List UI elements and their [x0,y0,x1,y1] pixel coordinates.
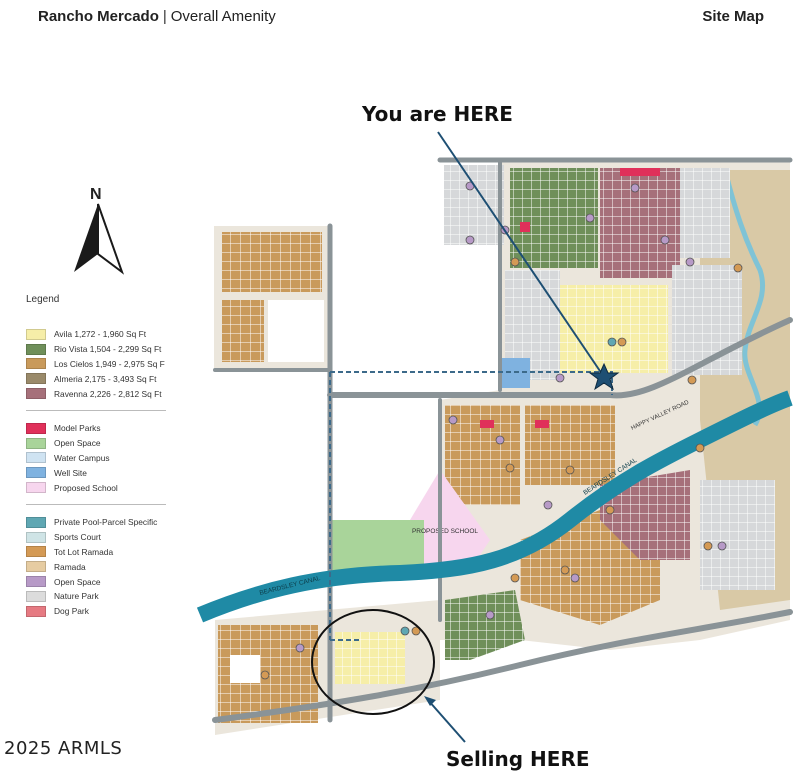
legend-swatch [26,467,46,479]
parcel-northwest [214,226,330,370]
parcel-southeast [445,470,775,660]
legend-swatch [26,482,46,494]
legend-item: Water Campus [26,451,186,466]
you-are-here-label: You are HERE [362,102,513,126]
legend-swatch [26,452,46,464]
legend-item: Tot Lot Ramada [26,545,186,560]
legend-item: Sports Court [26,530,186,545]
legend-label: Sports Court [54,532,102,543]
legend-item: Model Parks [26,421,186,436]
parcel-central [445,405,615,505]
legend-swatch [26,576,46,588]
legend-item: Nature Park [26,589,186,604]
legend-divider [26,409,166,411]
legend-swatch [26,546,46,558]
legend-amenities: Private Pool-Parcel Specific Sports Cour… [26,515,186,619]
north-label: N [90,186,102,203]
proposed-school-label: PROPOSED SCHOOL [412,528,478,535]
legend-label: Tot Lot Ramada [54,546,114,557]
legend-item: Rio Vista 1,504 - 2,299 Sq Ft [26,342,186,357]
wash-stream [722,169,766,427]
canal [196,390,793,623]
selling-here-pointer [427,699,466,743]
legend-item: Los Cielos 1,949 - 2,975 Sq F [26,357,186,372]
open-space-green [332,520,424,572]
legend-label: Model Parks [54,423,101,434]
selling-area-circle[interactable] [311,609,435,715]
legend-swatch [26,605,46,617]
proposed-school [410,470,490,570]
legend-swatch [26,328,46,340]
north-arrow-icon [74,203,125,275]
legend-lot-types: Avila 1,272 - 1,960 Sq Ft Rio Vista 1,50… [26,327,186,401]
header-title: Rancho Mercado|Overall Amenity [38,8,276,25]
header-subtitle: Overall Amenity [170,8,276,25]
legend-item: Proposed School [26,480,186,495]
legend-swatch [26,516,46,528]
legend-swatch [26,358,46,370]
selling-here-label: Selling HERE [446,747,590,771]
legend-swatch [26,373,46,385]
legend-label: Proposed School [54,482,118,493]
legend-item: Open Space [26,436,186,451]
legend-item: Open Space [26,574,186,589]
legend-swatch [26,343,46,355]
page-title: Site Map [702,8,764,25]
legend-swatch [26,422,46,434]
legend-label: Los Cielos 1,949 - 2,975 Sq F [54,358,165,369]
legend-item: Ramada [26,559,186,574]
legend-swatch [26,388,46,400]
legend-label: Rio Vista 1,504 - 2,299 Sq Ft [54,344,162,355]
legend-label: Almeria 2,175 - 3,493 Sq Ft [54,373,157,384]
legend-label: Open Space [54,438,101,449]
header-separator: | [162,8,167,25]
selling-here-arrowhead-icon [424,696,436,706]
legend-land-uses: Model Parks Open Space Water Campus Well… [26,421,186,495]
legend-title: Legend [26,294,60,305]
legend-item: Ravenna 2,226 - 2,812 Sq Ft [26,386,186,401]
legend-label: Ramada [54,561,86,572]
legend-label: Open Space [54,576,101,587]
legend-item: Avila 1,272 - 1,960 Sq Ft [26,327,186,342]
legend-label: Ravenna 2,226 - 2,812 Sq Ft [54,388,162,399]
parcel-southwest [218,625,405,723]
legend-swatch [26,590,46,602]
legend-label: Nature Park [54,591,99,602]
legend-label: Avila 1,272 - 1,960 Sq Ft [54,329,147,340]
legend-label: Well Site [54,467,87,478]
legend-label: Dog Park [54,606,89,617]
community-name: Rancho Mercado [38,8,159,25]
legend-swatch [26,531,46,543]
you-are-here-pointer [437,131,603,375]
legend-divider [26,503,166,505]
legend-swatch [26,437,46,449]
you-are-here-star-icon[interactable] [588,362,620,391]
legend-label: Private Pool-Parcel Specific [54,517,158,528]
legend-swatch [26,561,46,573]
legend-item: Almeria 2,175 - 3,493 Sq Ft [26,371,186,386]
legend: Legend Avila 1,272 - 1,960 Sq Ft Rio Vis… [26,294,186,619]
legend-label: Water Campus [54,452,110,463]
legend-item: Dog Park [26,604,186,619]
copyright-footer: 2025 ARMLS [4,738,123,759]
legend-item: Well Site [26,465,186,480]
legend-item: Private Pool-Parcel Specific [26,515,186,530]
